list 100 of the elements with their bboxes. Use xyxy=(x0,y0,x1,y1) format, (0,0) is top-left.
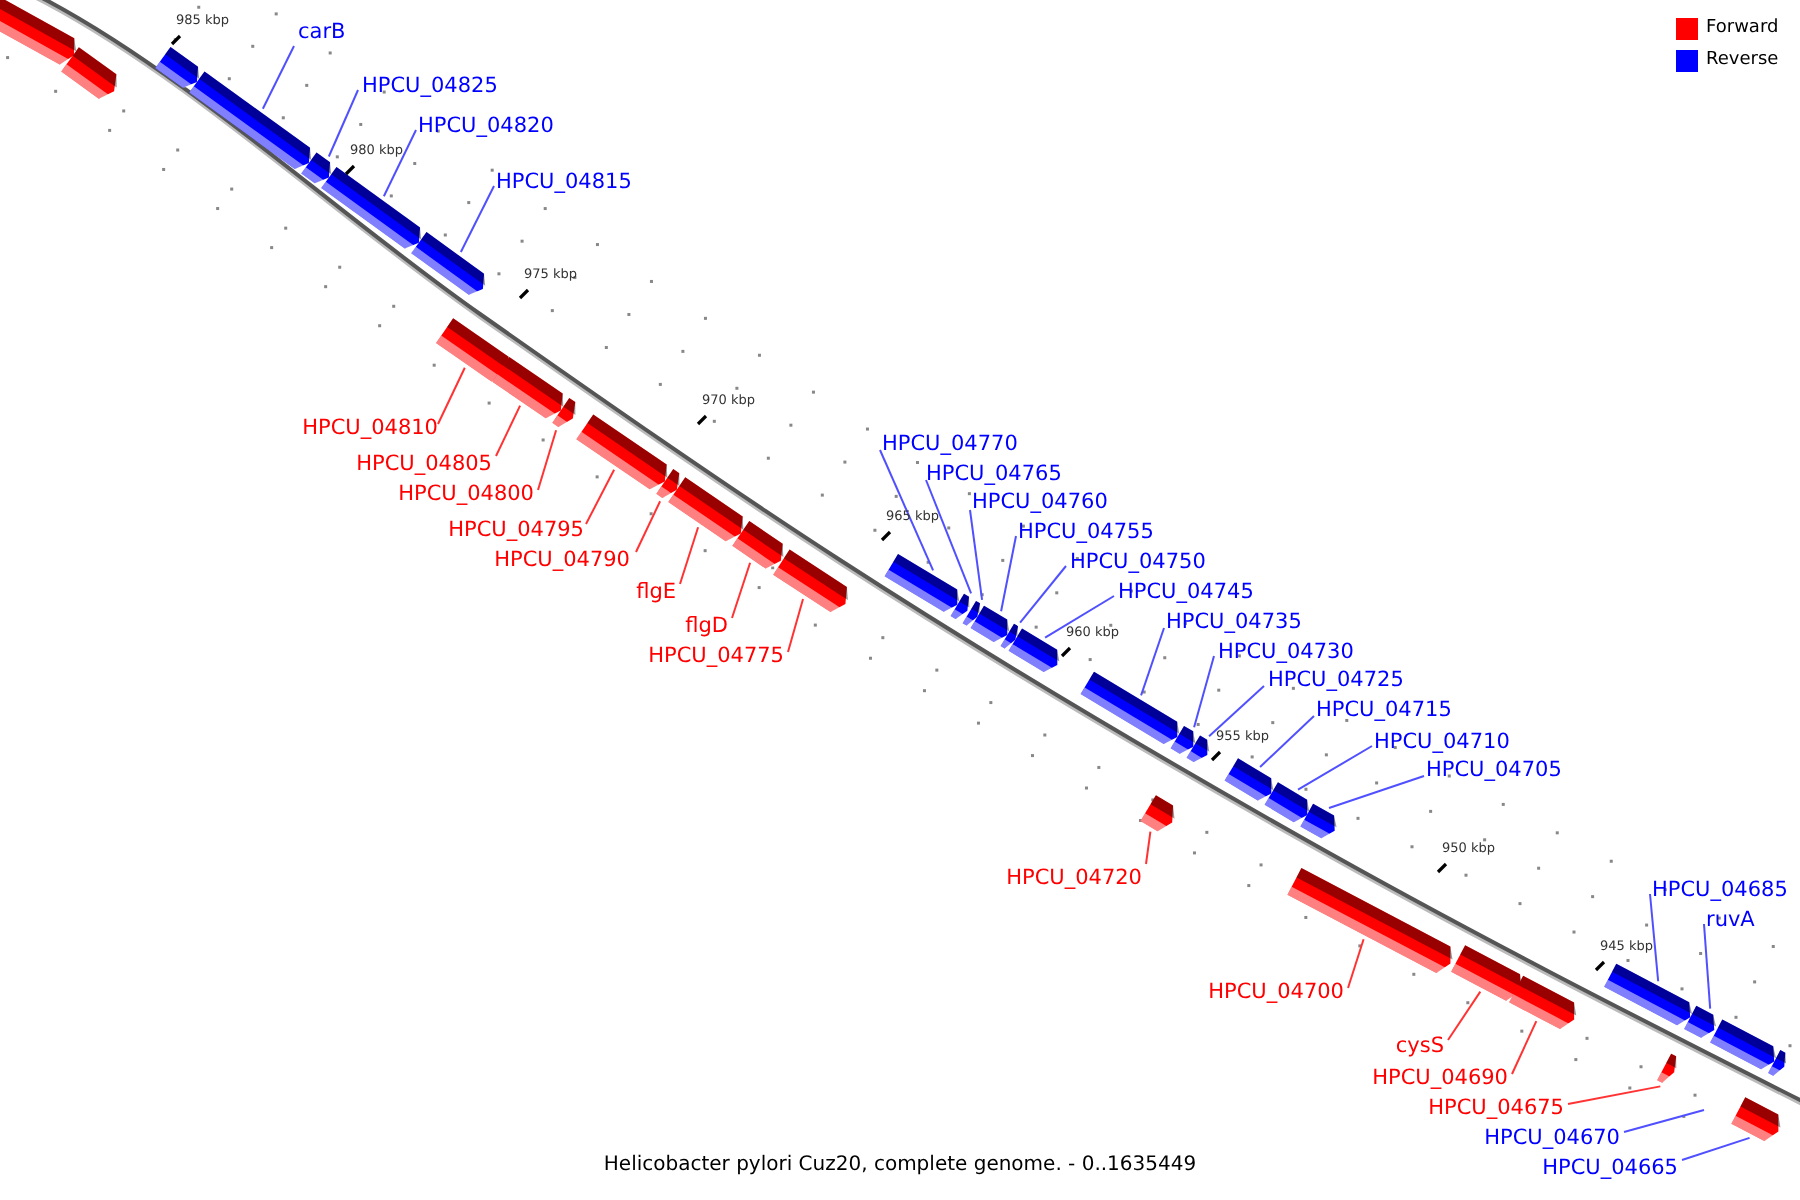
leader-line xyxy=(261,45,295,110)
gene-label: HPCU_04745 xyxy=(1118,580,1254,606)
gene-bar xyxy=(1264,782,1310,823)
leader-line xyxy=(1019,565,1067,624)
leader-line xyxy=(382,129,417,198)
leader-line xyxy=(1511,1020,1538,1075)
gene-bar xyxy=(1000,623,1019,649)
gene-label: HPCU_04790 xyxy=(494,548,630,574)
gene-bar xyxy=(492,357,564,419)
gene-bar xyxy=(962,600,981,626)
leader-line xyxy=(1208,685,1265,738)
gene-bar xyxy=(773,549,848,613)
gene-bar xyxy=(1140,795,1175,832)
gene-bar xyxy=(1186,735,1210,763)
gene-label: HPCU_04750 xyxy=(1070,550,1206,576)
gene-bar xyxy=(1170,725,1196,754)
gene-label: HPCU_04815 xyxy=(496,170,632,196)
gene-bar xyxy=(1657,1053,1677,1083)
leader-line xyxy=(495,404,522,457)
gene-label: flgD xyxy=(685,614,728,640)
gene-label: HPCU_04675 xyxy=(1428,1096,1564,1122)
gene-label: HPCU_04690 xyxy=(1372,1066,1508,1092)
gene-label: HPCU_04725 xyxy=(1268,668,1404,694)
gene-bar xyxy=(1287,868,1453,974)
gene-label: HPCU_04720 xyxy=(1006,866,1142,892)
gene-bar xyxy=(61,47,117,99)
gene-label: carB xyxy=(298,20,346,46)
gene-label: HPCU_04760 xyxy=(972,490,1108,516)
gene-bar xyxy=(189,71,312,169)
leader-line xyxy=(925,479,973,595)
leader-line xyxy=(1145,830,1152,865)
gene-bar xyxy=(552,398,576,427)
gene-label: HPCU_04735 xyxy=(1166,610,1302,636)
gene-label: HPCU_04730 xyxy=(1218,640,1354,666)
gene-label: HPCU_04765 xyxy=(926,462,1062,488)
gene-label: HPCU_04775 xyxy=(648,644,784,670)
gene-label: HPCU_04715 xyxy=(1316,698,1452,724)
leader-line xyxy=(1347,938,1365,989)
leader-line xyxy=(1297,745,1373,791)
gene-bar xyxy=(884,554,960,612)
gene-bar xyxy=(1768,1050,1787,1076)
gene-label: HPCU_04705 xyxy=(1426,758,1562,784)
gene-bar xyxy=(656,469,680,498)
gene-bar xyxy=(1509,975,1577,1030)
leader-line xyxy=(585,468,616,525)
leader-line xyxy=(1044,595,1115,639)
gene-bar xyxy=(1451,945,1523,1001)
gene-label: HPCU_04710 xyxy=(1374,730,1510,756)
gene-label: HPCU_04800 xyxy=(398,482,534,508)
leader-line xyxy=(1140,627,1165,697)
gene-bar xyxy=(950,593,970,619)
legend-label: Reverse xyxy=(1706,50,1779,72)
gene-label: HPCU_04810 xyxy=(302,416,438,442)
gene-bar xyxy=(436,318,510,382)
gene-label: HPCU_04685 xyxy=(1652,878,1788,904)
leader-line xyxy=(879,449,935,572)
gene-bar xyxy=(301,152,332,184)
gene-bar xyxy=(1224,758,1274,801)
gene-label: HPCU_04665 xyxy=(1542,1156,1678,1182)
gene-bar xyxy=(1008,628,1060,672)
leader-line xyxy=(635,500,662,553)
leader-line xyxy=(459,185,495,253)
gene-bar xyxy=(411,232,486,295)
gene-bar xyxy=(1300,803,1337,839)
gene-label: HPCU_04755 xyxy=(1018,520,1154,546)
leader-line xyxy=(1623,1109,1705,1133)
gene-bar xyxy=(732,521,784,569)
leader-line xyxy=(437,366,466,425)
gene-bar xyxy=(1604,963,1693,1026)
gene-label: ruvA xyxy=(1706,908,1755,934)
gene-label: HPCU_04770 xyxy=(882,432,1018,458)
gene-bar xyxy=(155,46,200,88)
leader-line xyxy=(1328,775,1425,810)
gene-label: cysS xyxy=(1395,1034,1444,1060)
gene-label: HPCU_04700 xyxy=(1208,980,1344,1006)
gene-label: HPCU_04795 xyxy=(448,518,584,544)
caption: Helicobacter pylori Cuz20, complete genome. - 0..1635449 xyxy=(603,1154,1197,1178)
leader-line xyxy=(537,429,558,491)
gene-bar xyxy=(1731,1097,1781,1142)
gene-label: HPCU_04670 xyxy=(1484,1126,1620,1152)
gene-bar xyxy=(1710,1019,1777,1070)
leader-line xyxy=(1447,990,1482,1041)
leader-line xyxy=(1649,893,1660,983)
gene-bar xyxy=(1080,671,1180,745)
leader-line xyxy=(327,89,359,158)
leader-line xyxy=(787,597,804,653)
leader-line xyxy=(1681,1136,1751,1161)
gene-bar xyxy=(1684,1005,1717,1038)
gene-label: flgE xyxy=(636,580,676,606)
gene-label: HPCU_04820 xyxy=(418,114,554,140)
gene-bar xyxy=(576,414,668,490)
gene-label: HPCU_04805 xyxy=(356,452,492,478)
legend-label: Forward xyxy=(1706,18,1779,40)
leader-line xyxy=(1259,715,1315,768)
leader-line xyxy=(1567,1085,1662,1105)
gene-bar xyxy=(321,167,422,249)
leader-line xyxy=(969,509,984,601)
gene-label: HPCU_04825 xyxy=(362,74,498,100)
leader-line xyxy=(1703,923,1712,1010)
leader-line xyxy=(731,561,752,619)
